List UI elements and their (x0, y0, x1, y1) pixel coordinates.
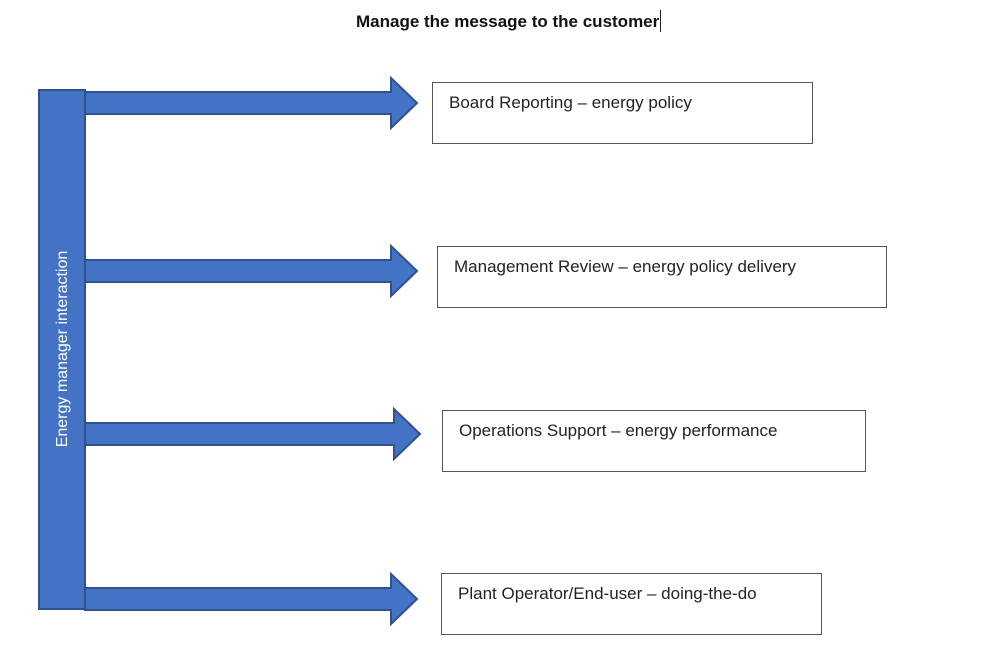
diagram-title-text: Manage the message to the customer (356, 12, 660, 31)
box-plant-operator: Plant Operator/End-user – doing-the-do (441, 573, 822, 635)
arrow-to-plant-operator (84, 571, 419, 627)
box-board-reporting: Board Reporting – energy policy (432, 82, 813, 144)
diagram-title: Manage the message to the customer (356, 10, 662, 32)
box-operations-support: Operations Support – energy performance (442, 410, 866, 472)
text-cursor (660, 10, 662, 32)
arrow-to-board-reporting (84, 75, 419, 131)
arrow-to-operations-support (84, 406, 422, 462)
box-management-review: Management Review – energy policy delive… (437, 246, 887, 308)
arrow-to-management-review (84, 243, 419, 299)
vertical-label: Energy manager interaction (54, 250, 71, 448)
vertical-bar (38, 89, 86, 610)
